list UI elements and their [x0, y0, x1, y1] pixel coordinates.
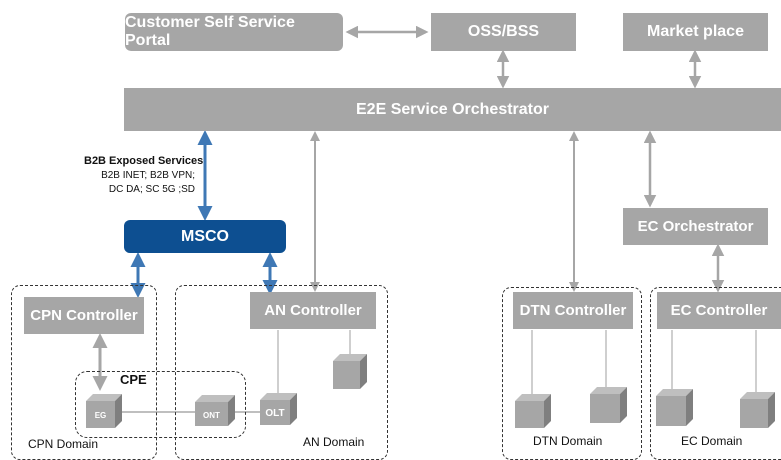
olt-cube-icon: OLT — [260, 393, 297, 425]
dtn-node1-cube-icon — [515, 394, 551, 428]
an-node-cube-icon — [333, 354, 367, 389]
b2b-services-line1: B2B INET; B2B VPN; — [101, 170, 195, 181]
ec-controller-box: EC Controller — [657, 292, 781, 329]
oss-bss-box: OSS/BSS — [431, 13, 576, 51]
cpn-domain-label: CPN Domain — [28, 437, 99, 451]
ec-domain-label: EC Domain — [681, 434, 743, 448]
eg-cube-icon: EG — [86, 394, 122, 428]
dtn-node2-cube-icon — [590, 387, 627, 423]
dtn-domain-label: DTN Domain — [533, 434, 603, 448]
device-cubes: EG ONT OLT — [86, 354, 775, 428]
an-controller-box: AN Controller — [250, 292, 376, 329]
cpe-boundary — [75, 371, 246, 438]
connectors — [92, 25, 757, 413]
dtn-controller-box: DTN Controller — [513, 292, 633, 329]
ec-node2-cube-icon — [740, 392, 775, 428]
e2e-orchestrator-bar: E2E Service Orchestrator — [124, 88, 781, 131]
ont-cube-icon: ONT — [195, 395, 235, 426]
msco-box: MSCO — [124, 220, 286, 253]
ec-orchestrator-box: EC Orchestrator — [623, 208, 768, 245]
market-place-box: Market place — [623, 13, 768, 51]
ec-node1-cube-icon — [656, 389, 693, 426]
an-domain-label: AN Domain — [303, 435, 365, 449]
ont-label: ONT — [203, 411, 220, 420]
olt-label: OLT — [265, 408, 284, 419]
customer-portal-box: Customer Self Service Portal — [125, 13, 343, 51]
b2b-services-line2: DC DA; SC 5G ;SD — [108, 184, 195, 195]
cpe-label: CPE — [120, 372, 147, 387]
b2b-title: B2B Exposed Services — [84, 155, 204, 167]
eg-label: EG — [95, 411, 107, 420]
cpn-controller-box: CPN Controller — [24, 297, 144, 334]
